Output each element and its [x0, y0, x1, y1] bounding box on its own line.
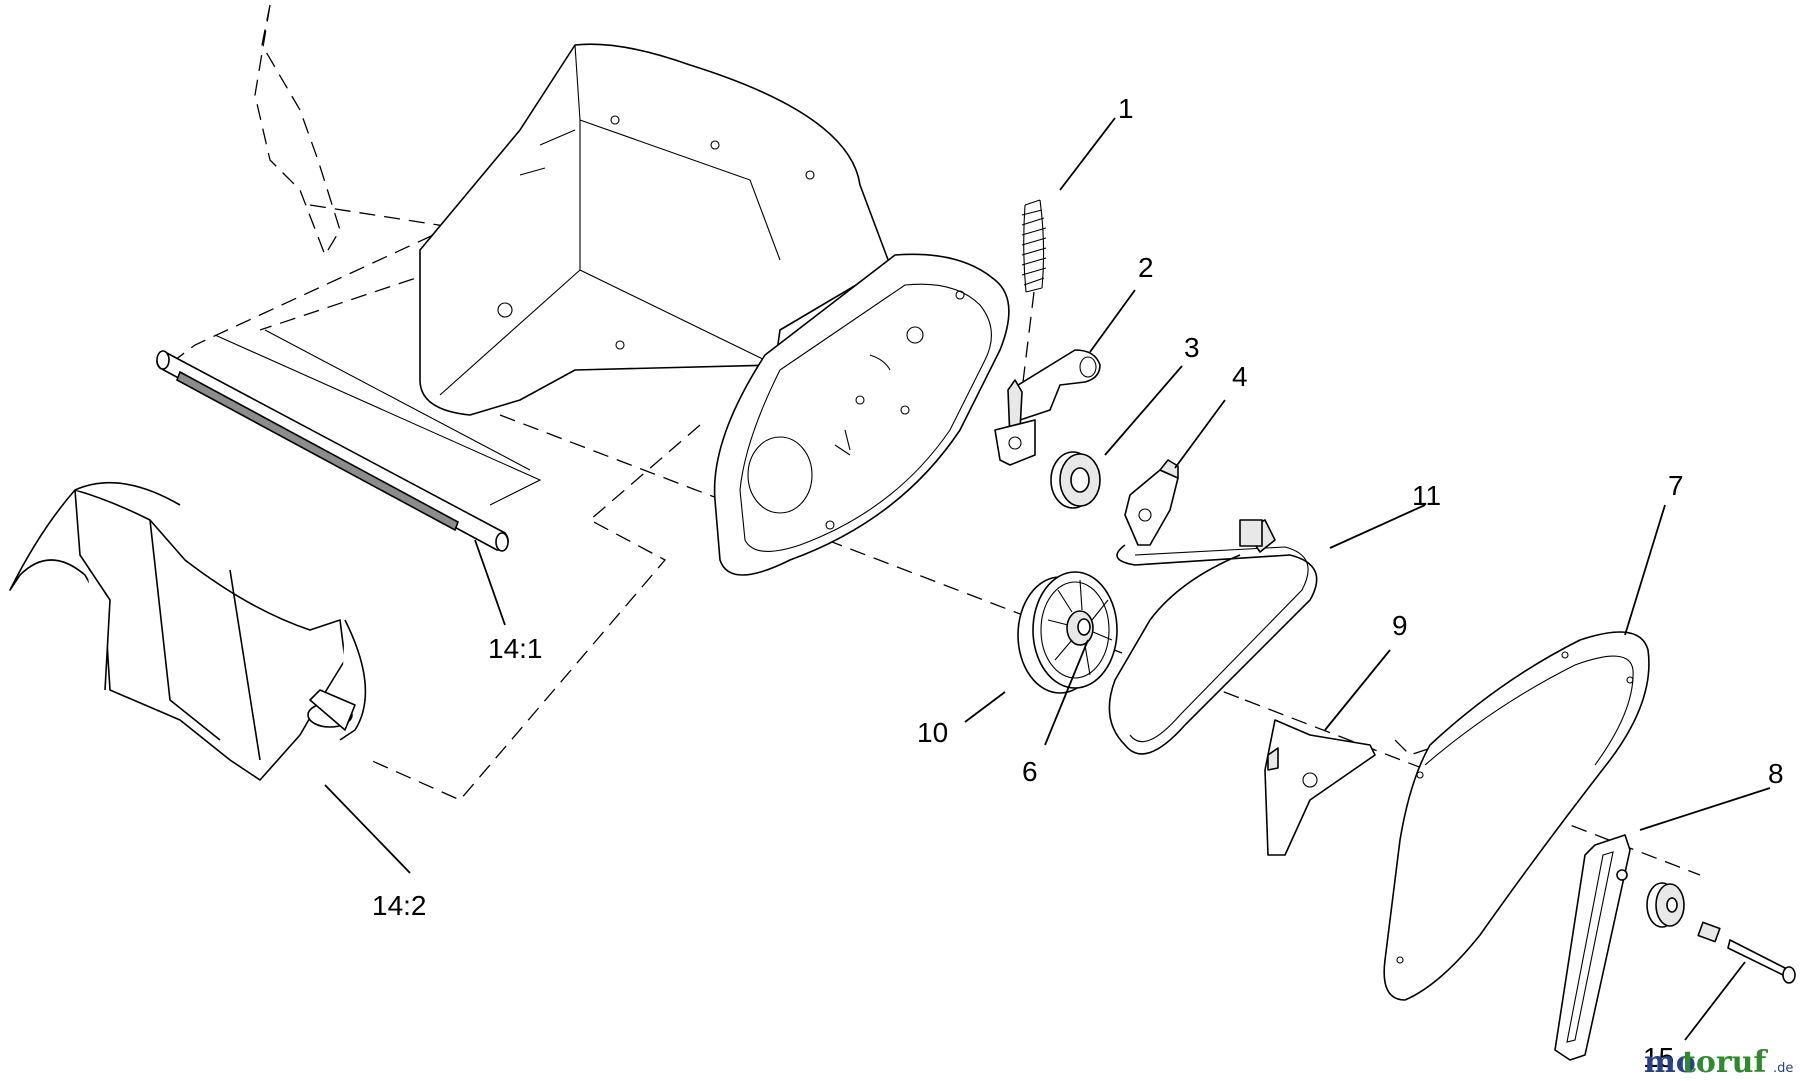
- callout-4: 4: [1232, 361, 1248, 392]
- callout-2: 2: [1138, 252, 1154, 283]
- watermark-part-1: mo: [1644, 1045, 1696, 1080]
- callout-14-1: 14:1: [488, 633, 543, 664]
- discharge-chute: [254, 4, 341, 257]
- watermark-suffix: .de: [1773, 1061, 1793, 1076]
- callout-7: 7: [1668, 470, 1684, 501]
- callout-6: 6: [1022, 756, 1038, 787]
- part-1-spring: [1021, 199, 1047, 391]
- part-15-idler-pulley-bolt: [1646, 882, 1796, 984]
- callout-1: 1: [1118, 93, 1134, 124]
- watermark-part-2: toruf: [1682, 1045, 1768, 1080]
- belt-drive-housing: [713, 253, 1010, 576]
- callout-10: 10: [917, 717, 948, 748]
- callout-11: 11: [1412, 480, 1441, 511]
- part-10-pulley: [1017, 571, 1118, 694]
- part-3-bearing: [1050, 451, 1101, 509]
- part-11-belt: [1108, 519, 1318, 755]
- leader-lines: [324, 117, 1771, 1041]
- auger-paddle-14-2: [9, 481, 367, 781]
- callout-8: 8: [1768, 758, 1784, 789]
- watermark-logo: mo toruf .de: [1644, 1045, 1793, 1080]
- part-8-idler-bracket: [1554, 834, 1631, 1061]
- part-7-belt-cover: [1383, 631, 1650, 1001]
- callout-labels: 1 2 3 4 6 7 8 9 10 11 14:1 14:2 15: [372, 93, 1784, 1073]
- auger-housing: [419, 43, 891, 416]
- callout-3: 3: [1184, 332, 1200, 363]
- part-4-bracket: [1124, 459, 1179, 546]
- callout-9: 9: [1392, 610, 1408, 641]
- part-2-idler-arm: [994, 349, 1101, 466]
- auger-shaft-14-1: [156, 329, 542, 552]
- callout-15: 15: [1643, 1042, 1674, 1073]
- callout-14-2: 14:2: [372, 890, 427, 921]
- part-9-plate: [1264, 719, 1376, 856]
